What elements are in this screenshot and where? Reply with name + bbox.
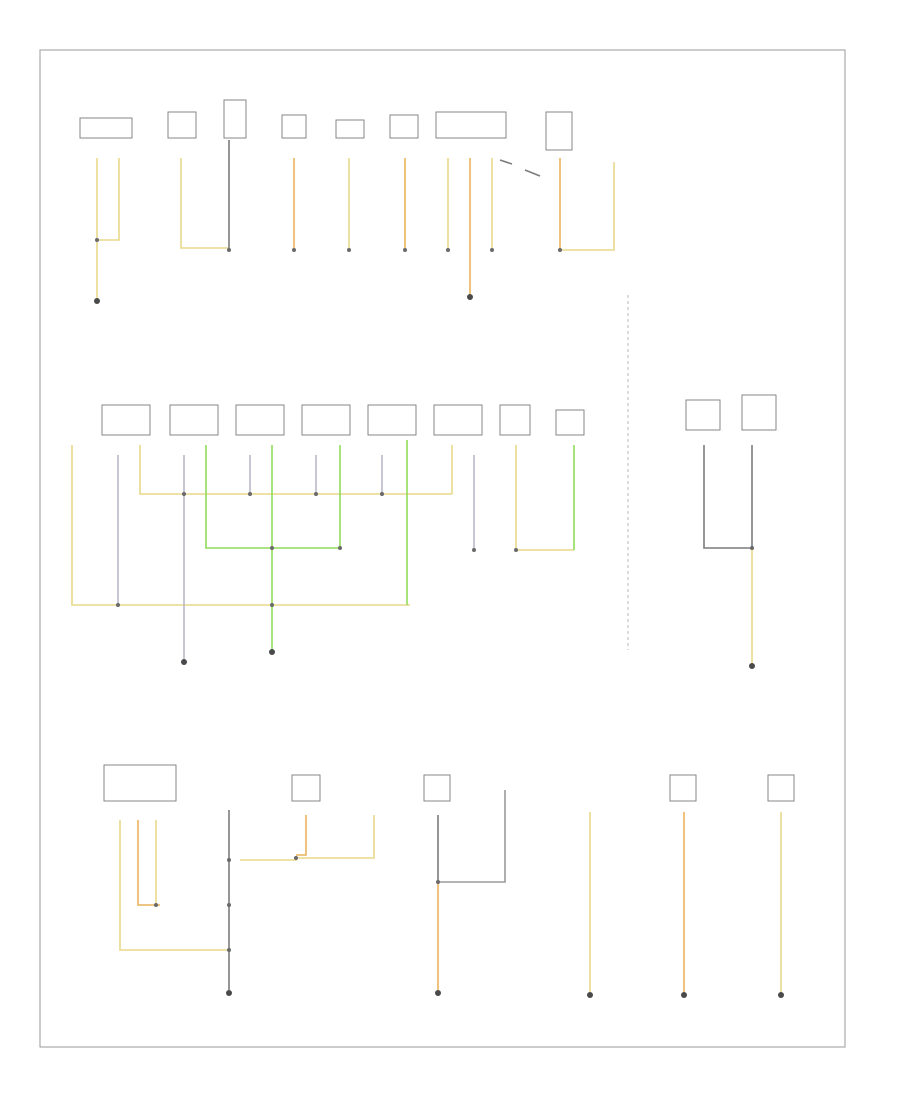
splice-point [750, 546, 754, 550]
component-box [291, 774, 321, 802]
splice-point [116, 603, 120, 607]
splice-point [227, 248, 231, 252]
middle-row [71, 394, 777, 669]
splice-point [446, 248, 450, 252]
component-box [235, 404, 285, 436]
component-box [685, 399, 721, 431]
splice-point [227, 948, 231, 952]
splice-point [95, 238, 99, 242]
splice-point [514, 548, 518, 552]
wire-dark [499, 159, 541, 177]
component-box [301, 404, 351, 436]
ground-symbol [181, 659, 187, 665]
splice-point [248, 492, 252, 496]
wire-yellow [119, 820, 229, 951]
splice-point [436, 880, 440, 884]
component-box [741, 394, 777, 431]
wire-yellow [139, 445, 452, 495]
ground-symbol [226, 990, 232, 996]
component-box [669, 774, 697, 802]
wire-gray [438, 790, 506, 883]
ground-symbol [681, 992, 687, 998]
ground-symbol [467, 294, 473, 300]
splice-point [558, 248, 562, 252]
wire-dark [703, 445, 752, 549]
component-box [367, 404, 417, 436]
component-box [101, 404, 151, 436]
wire-yellow [560, 162, 615, 251]
component-box [555, 409, 585, 436]
wire-orange [296, 815, 307, 856]
component-box [223, 99, 247, 139]
component-box [423, 774, 451, 802]
ground-symbol [94, 298, 100, 304]
wire-yellow [180, 158, 229, 249]
component-box [499, 404, 531, 436]
component-box [281, 114, 307, 139]
splice-point [227, 903, 231, 907]
wire-yellow [71, 445, 410, 606]
wire-green [205, 445, 340, 549]
ground-symbol [435, 990, 441, 996]
bottom-row [103, 764, 795, 998]
component-box [167, 111, 197, 139]
wire-yellow [240, 815, 375, 861]
diagram-frame [39, 49, 846, 1048]
ground-symbol [749, 663, 755, 669]
splice-point [490, 248, 494, 252]
splice-point [314, 492, 318, 496]
component-box [389, 114, 419, 139]
wire-yellow [97, 158, 120, 241]
splice-point [403, 248, 407, 252]
splice-point [154, 903, 158, 907]
wire-yellow [515, 445, 574, 551]
splice-point [472, 548, 476, 552]
splice-point [270, 603, 274, 607]
splice-point [182, 492, 186, 496]
component-box [435, 111, 507, 139]
splice-point [292, 248, 296, 252]
ground-symbol [587, 992, 593, 998]
component-box [169, 404, 219, 436]
component-box [103, 764, 177, 802]
ground-symbol [778, 992, 784, 998]
component-box [433, 404, 483, 436]
component-box [79, 117, 133, 139]
splice-point [270, 546, 274, 550]
splice-point [380, 492, 384, 496]
ground-symbol [269, 649, 275, 655]
splice-point [347, 248, 351, 252]
component-box [545, 111, 573, 151]
component-box [335, 119, 365, 139]
top-row [79, 99, 615, 304]
splice-point [294, 856, 298, 860]
wire-orange [137, 820, 160, 906]
splice-point [227, 858, 231, 862]
component-box [767, 774, 795, 802]
splice-point [338, 546, 342, 550]
